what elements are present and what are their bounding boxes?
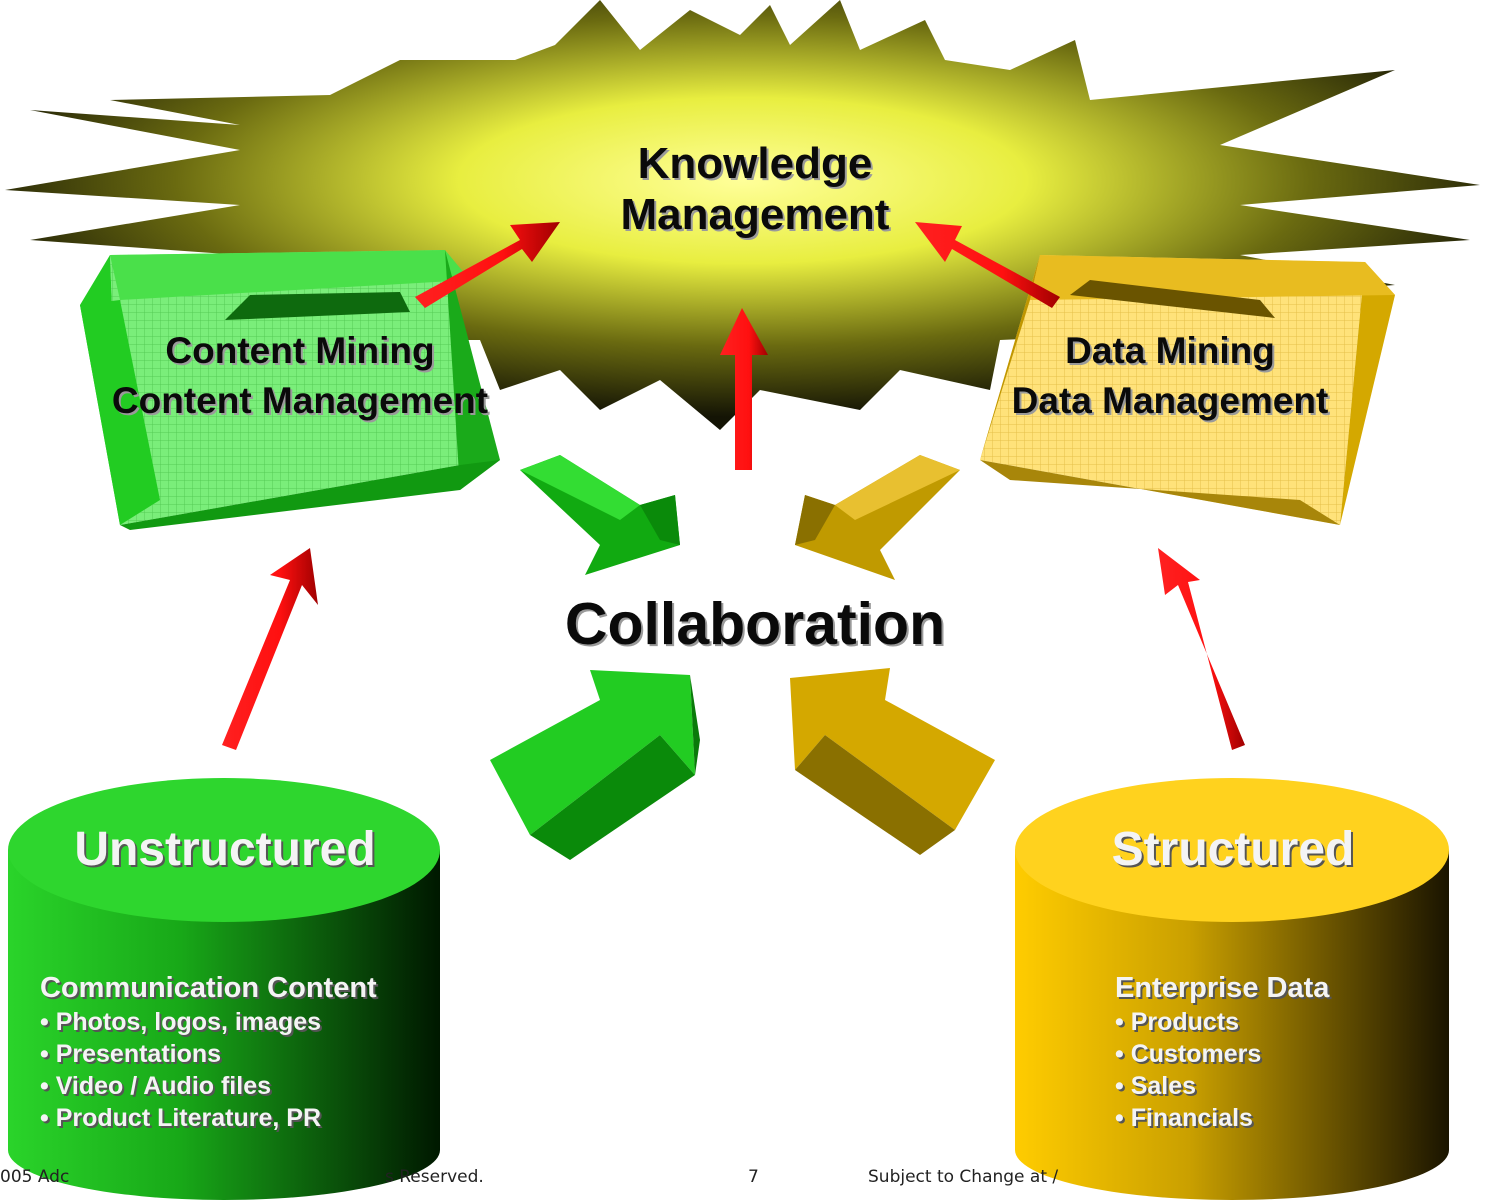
list-item: • Customers (1115, 1040, 1262, 1068)
collab-arrow-green-upper (520, 455, 680, 575)
list-item: • Sales (1115, 1072, 1197, 1100)
data-mining-box (980, 255, 1395, 525)
knowledge-line1: Knowledge (637, 139, 873, 188)
unstructured-title: Unstructured (74, 823, 376, 876)
data-line1: Data Mining (1065, 330, 1275, 371)
list-item: • Product Literature, PR (40, 1104, 322, 1132)
collab-arrow-gold-upper (795, 455, 960, 580)
content-line1: Content Mining (165, 330, 435, 371)
footer-notice: Subject to Change at / (868, 1167, 1059, 1187)
content-mining-box (80, 250, 500, 530)
collab-arrow-green-lower (490, 670, 700, 860)
content-line2: Content Management (111, 380, 489, 421)
footer-copyright: 005 Adc (0, 1167, 70, 1187)
collaboration-label: Collaboration (564, 591, 946, 657)
footer-page-number: 7 (748, 1167, 759, 1187)
structured-cylinder (1015, 778, 1449, 1200)
red-arrow-collab-to-knowledge (720, 308, 768, 470)
list-item: • Video / Audio files (40, 1072, 272, 1100)
structured-list: Enterprise Data • Products • Customers •… (1115, 970, 1329, 1134)
red-arrow-unstructured-up (222, 548, 318, 750)
list-item: • Financials (1115, 1104, 1253, 1132)
list-item: • Presentations (40, 1040, 222, 1068)
footer-reserved: s Reserved. (385, 1167, 484, 1187)
unstructured-list: Communication Content • Photos, logos, i… (40, 970, 377, 1134)
red-arrow-data-to-knowledge (915, 222, 1060, 308)
red-arrow-structured-up (1158, 548, 1245, 750)
data-mining-label: Data Mining Data Management (960, 326, 1380, 426)
data-line2: Data Management (1011, 380, 1329, 421)
structured-heading: Enterprise Data (1115, 972, 1330, 1004)
structured-title: Structured (1111, 823, 1355, 876)
unstructured-cylinder (8, 778, 440, 1200)
knowledge-management-label: Knowledge Management (540, 138, 970, 240)
list-item: • Products (1115, 1008, 1240, 1036)
collab-arrow-gold-lower (790, 668, 995, 855)
unstructured-heading: Communication Content (40, 972, 377, 1004)
knowledge-line2: Management (620, 190, 890, 239)
list-item: • Photos, logos, images (40, 1008, 322, 1036)
red-arrow-content-to-knowledge (415, 222, 560, 308)
content-mining-label: Content Mining Content Management (70, 326, 530, 426)
